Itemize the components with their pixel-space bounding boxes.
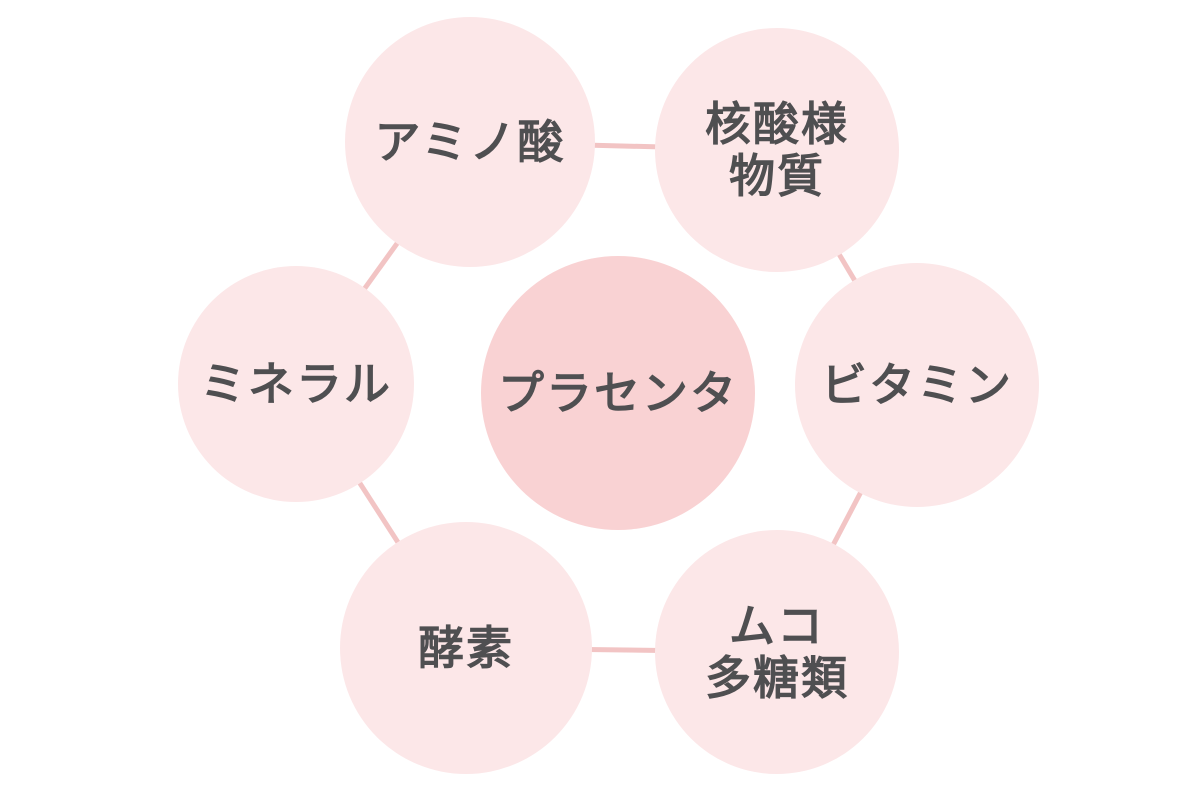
node-mucopolysaccharides: ムコ 多糖類 (655, 530, 899, 774)
node-enzymes-label: 酵素 (418, 620, 514, 675)
node-minerals-label: ミネラル (200, 356, 392, 411)
node-nucleic-acid-like-label: 核酸様 物質 (705, 96, 849, 203)
node-placenta-center: プラセンタ (481, 256, 755, 530)
label-line: ビタミン (821, 357, 1013, 412)
node-minerals: ミネラル (178, 266, 414, 502)
label-line: プラセンタ (498, 365, 738, 420)
node-vitamins-label: ビタミン (821, 357, 1013, 412)
node-vitamins: ビタミン (795, 263, 1039, 507)
node-mucopolysaccharides-label: ムコ 多糖類 (705, 598, 849, 705)
label-line: 物質 (729, 149, 825, 203)
label-line: ミネラル (200, 356, 392, 411)
label-line: アミノ酸 (374, 114, 566, 169)
label-line: 多糖類 (705, 651, 849, 705)
node-enzymes: 酵素 (340, 522, 592, 774)
node-nucleic-acid-like: 核酸様 物質 (655, 28, 899, 272)
node-placenta-label: プラセンタ (498, 365, 738, 420)
node-amino-acids: アミノ酸 (345, 17, 595, 267)
label-line: 核酸様 (705, 96, 849, 151)
label-line: ムコ (729, 598, 825, 653)
node-amino-acids-label: アミノ酸 (374, 114, 566, 169)
label-line: 酵素 (418, 620, 514, 675)
